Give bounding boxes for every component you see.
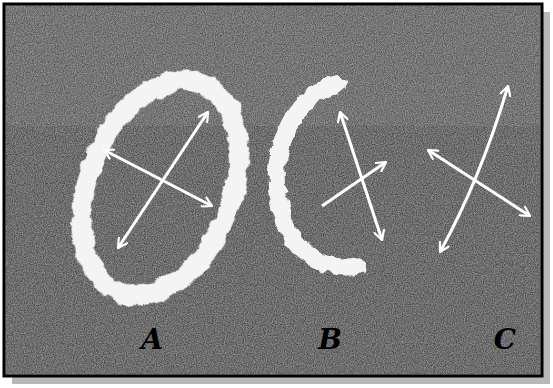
figure-a bbox=[51, 57, 268, 319]
halftone-grain bbox=[6, 6, 540, 374]
figure-c bbox=[428, 86, 530, 252]
arrow-double bbox=[428, 150, 530, 216]
figure-letter: A bbox=[141, 326, 163, 354]
ring-full bbox=[51, 57, 268, 319]
arrow-double bbox=[340, 112, 382, 240]
arrow-double bbox=[104, 150, 212, 206]
ring-partial bbox=[277, 84, 356, 267]
figure-letter: C bbox=[494, 326, 516, 354]
arrow-curved bbox=[440, 86, 508, 252]
photo-ground bbox=[4, 4, 542, 376]
figure-letter: B bbox=[318, 326, 342, 354]
arrow-single bbox=[322, 162, 386, 206]
figure-b bbox=[277, 84, 386, 267]
light-band bbox=[6, 6, 540, 126]
